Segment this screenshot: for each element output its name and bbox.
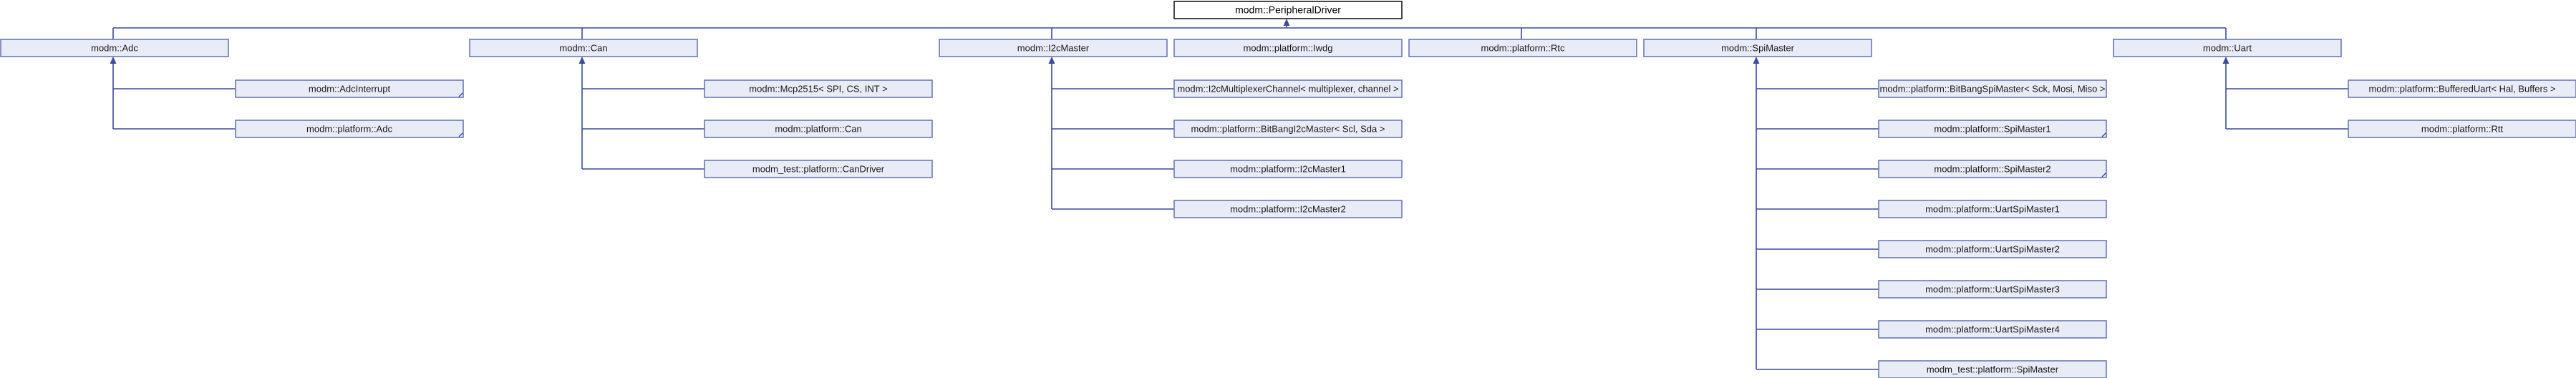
subclass-node-i2c-0[interactable]: modm::I2cMultiplexerChannel< multiplexer… xyxy=(1173,79,1403,98)
class-node-uart[interactable]: modm::Uart xyxy=(2113,39,2342,57)
arrow-icon-spi xyxy=(1753,57,1760,64)
subclass-node-adc-1-label: modm::platform::Adc xyxy=(306,124,392,135)
subclass-node-uart-0[interactable]: modm::platform::BufferedUart< Hal, Buffe… xyxy=(2348,79,2576,98)
subclass-node-spi-3[interactable]: modm::platform::UartSpiMaster1 xyxy=(1878,200,2107,218)
subclass-node-spi-7[interactable]: modm_test::platform::SpiMaster xyxy=(1878,360,2107,378)
subclass-node-spi-2-label: modm::platform::SpiMaster2 xyxy=(1934,164,2050,175)
subclass-node-can-0[interactable]: modm::Mcp2515< SPI, CS, INT > xyxy=(704,79,933,98)
subclass-node-can-2-label: modm_test::platform::CanDriver xyxy=(752,164,885,175)
subclass-node-i2c-2[interactable]: modm::platform::I2cMaster1 xyxy=(1173,160,1403,178)
subclass-node-can-1-label: modm::platform::Can xyxy=(775,124,861,135)
subclass-node-i2c-0-label: modm::I2cMultiplexerChannel< multiplexer… xyxy=(1177,84,1398,94)
inheritance-edges xyxy=(110,19,2348,370)
subclass-node-spi-1[interactable]: modm::platform::SpiMaster1 xyxy=(1878,120,2107,138)
class-node-spi-label: modm::SpiMaster xyxy=(1721,43,1795,54)
subclass-node-uart-1[interactable]: modm::platform::Rtt xyxy=(2348,120,2576,138)
class-node-iwdg-label: modm::platform::Iwdg xyxy=(1244,43,1333,54)
subclass-node-spi-1-label: modm::platform::SpiMaster1 xyxy=(1934,124,2050,135)
subclass-node-uart-0-label: modm::platform::BufferedUart< Hal, Buffe… xyxy=(2368,84,2555,94)
subclass-node-adc-0-label: modm::AdcInterrupt xyxy=(309,84,391,94)
class-node-rtc[interactable]: modm::platform::Rtc xyxy=(1408,39,1637,57)
arrow-icon-uart xyxy=(2222,57,2229,64)
subclass-node-adc-0[interactable]: modm::AdcInterrupt xyxy=(235,79,464,98)
class-node-can[interactable]: modm::Can xyxy=(469,39,698,57)
class-node-adc[interactable]: modm::Adc xyxy=(0,39,229,57)
subclass-node-spi-6-label: modm::platform::UartSpiMaster4 xyxy=(1925,324,2060,335)
subclass-node-spi-0-label: modm::platform::BitBangSpiMaster< Sck, M… xyxy=(1880,84,2106,94)
subclass-node-can-1[interactable]: modm::platform::Can xyxy=(704,120,933,138)
subclass-node-uart-1-label: modm::platform::Rtt xyxy=(2421,124,2504,135)
class-node-rtc-label: modm::platform::Rtc xyxy=(1481,43,1565,54)
subclass-node-i2c-1[interactable]: modm::platform::BitBangI2cMaster< Scl, S… xyxy=(1173,120,1403,138)
root-node[interactable]: modm::PeripheralDriver xyxy=(1173,1,1403,19)
folded-corner-icon xyxy=(2101,132,2106,137)
subclass-node-can-0-label: modm::Mcp2515< SPI, CS, INT > xyxy=(749,84,887,94)
subclass-node-i2c-3[interactable]: modm::platform::I2cMaster2 xyxy=(1173,200,1403,218)
subclass-node-spi-0[interactable]: modm::platform::BitBangSpiMaster< Sck, M… xyxy=(1878,79,2107,98)
subclass-node-spi-2[interactable]: modm::platform::SpiMaster2 xyxy=(1878,160,2107,178)
subclass-node-spi-5[interactable]: modm::platform::UartSpiMaster3 xyxy=(1878,280,2107,299)
arrow-icon-can xyxy=(578,57,586,64)
root-node-label: modm::PeripheralDriver xyxy=(1235,4,1341,16)
subclass-node-spi-4[interactable]: modm::platform::UartSpiMaster2 xyxy=(1878,240,2107,258)
class-node-i2c[interactable]: modm::I2cMaster xyxy=(939,39,1168,57)
class-node-can-label: modm::Can xyxy=(559,43,607,54)
root-arrow-icon xyxy=(1283,19,1290,26)
arrow-icon-i2c xyxy=(1048,57,1055,64)
subclass-node-i2c-3-label: modm::platform::I2cMaster2 xyxy=(1230,204,1346,215)
class-node-uart-label: modm::Uart xyxy=(2203,43,2252,54)
subclass-node-can-2[interactable]: modm_test::platform::CanDriver xyxy=(704,160,933,178)
subclass-node-i2c-2-label: modm::platform::I2cMaster1 xyxy=(1230,164,1346,175)
arrow-icon-adc xyxy=(110,57,117,64)
subclass-node-adc-1[interactable]: modm::platform::Adc xyxy=(235,120,464,138)
class-node-adc-label: modm::Adc xyxy=(91,43,138,54)
subclass-node-spi-4-label: modm::platform::UartSpiMaster2 xyxy=(1925,244,2060,255)
folded-corner-icon xyxy=(2101,173,2106,178)
folded-corner-icon xyxy=(458,92,463,97)
subclass-node-i2c-1-label: modm::platform::BitBangI2cMaster< Scl, S… xyxy=(1191,124,1385,135)
class-node-i2c-label: modm::I2cMaster xyxy=(1017,43,1090,54)
subclass-node-spi-3-label: modm::platform::UartSpiMaster1 xyxy=(1925,204,2060,215)
subclass-node-spi-7-label: modm_test::platform::SpiMaster xyxy=(1927,364,2059,375)
subclass-node-spi-6[interactable]: modm::platform::UartSpiMaster4 xyxy=(1878,320,2107,339)
subclass-node-spi-5-label: modm::platform::UartSpiMaster3 xyxy=(1925,284,2060,295)
class-node-spi[interactable]: modm::SpiMaster xyxy=(1643,39,1872,57)
class-node-iwdg[interactable]: modm::platform::Iwdg xyxy=(1173,39,1403,57)
folded-corner-icon xyxy=(458,132,463,137)
